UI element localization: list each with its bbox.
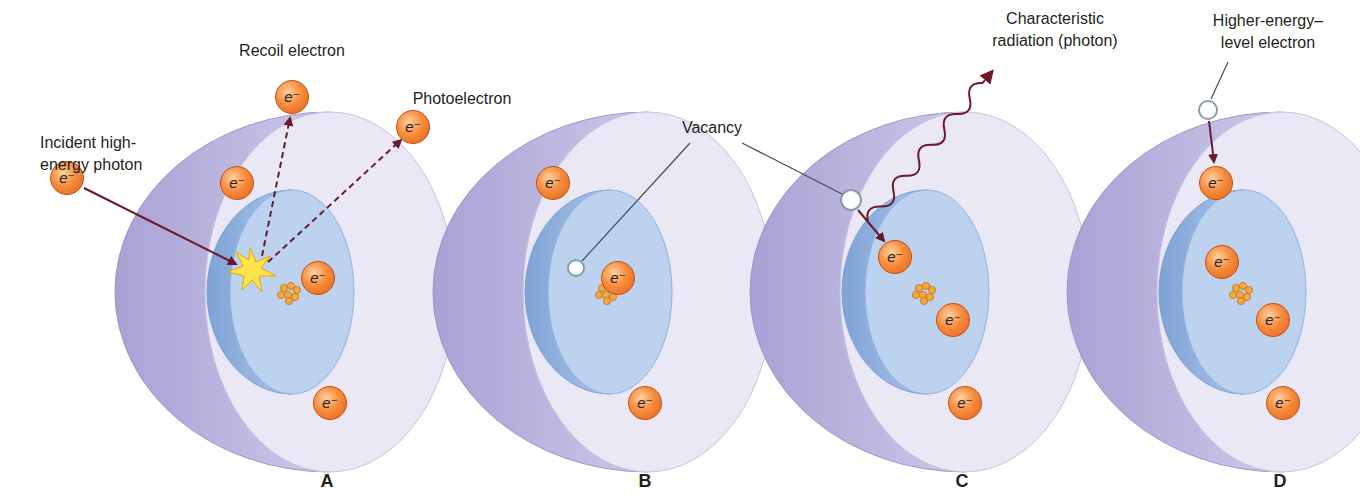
- electron-circle: e⁻: [1266, 386, 1300, 420]
- electron-symbol: e⁻: [545, 176, 561, 190]
- callout-label: Higher-energy–level electron: [1203, 10, 1333, 54]
- electron-circle: e⁻: [396, 110, 430, 144]
- electron-symbol: e⁻: [887, 250, 903, 264]
- callout-label: Vacancy: [662, 117, 762, 139]
- panel-letter: B: [625, 470, 665, 492]
- atom-b: [433, 112, 773, 472]
- leader-line: [582, 143, 690, 261]
- atom-a: [115, 112, 455, 472]
- electron-symbol: e⁻: [610, 271, 626, 285]
- collision-burst: [228, 248, 276, 292]
- electron-symbol: e⁻: [945, 313, 961, 327]
- characteristic-photon-wave: [863, 65, 1000, 227]
- incident-arrow: [84, 188, 236, 264]
- electron-symbol: e⁻: [1208, 176, 1224, 190]
- electron-symbol: e⁻: [957, 396, 973, 410]
- callout-label: Recoil electron: [217, 40, 367, 62]
- vacancy-circle: [568, 260, 584, 276]
- callout-label: Incident high-energy photon: [40, 132, 158, 176]
- electron-symbol: e⁻: [59, 171, 75, 185]
- electron-symbol: e⁻: [229, 176, 245, 190]
- transition-arrow: [1209, 121, 1214, 162]
- higher-level-electron-circle: [1199, 101, 1217, 119]
- panel-letter: A: [307, 470, 347, 492]
- vacancy-circle: [841, 190, 861, 210]
- electron-circle: e⁻: [601, 261, 635, 295]
- electron-circle: e⁻: [936, 303, 970, 337]
- electron-symbol: e⁻: [322, 396, 338, 410]
- panel-letter: D: [1260, 470, 1300, 492]
- electron-symbol: e⁻: [405, 120, 421, 134]
- atom-d: [1067, 112, 1360, 472]
- electron-circle: e⁻: [878, 240, 912, 274]
- electron-circle: e⁻: [628, 386, 662, 420]
- electron-circle: e⁻: [220, 166, 254, 200]
- electron-circle: e⁻: [948, 386, 982, 420]
- leader-line: [742, 143, 842, 194]
- electron-circle: e⁻: [1256, 303, 1290, 337]
- electron-circle: e⁻: [313, 386, 347, 420]
- recoil-arrow: [262, 118, 290, 256]
- electron-circle: e⁻: [536, 166, 570, 200]
- electron-circle: e⁻: [275, 80, 309, 114]
- panel-letter: C: [942, 470, 982, 492]
- transition-arrow: [858, 210, 884, 241]
- electron-symbol: e⁻: [310, 271, 326, 285]
- electron-symbol: e⁻: [1275, 396, 1291, 410]
- electron-symbol: e⁻: [1214, 255, 1230, 269]
- electron-symbol: e⁻: [1265, 313, 1281, 327]
- leader-line: [1211, 62, 1228, 99]
- electron-circle: e⁻: [1205, 245, 1239, 279]
- electron-symbol: e⁻: [637, 396, 653, 410]
- callout-label: Photoelectron: [397, 88, 527, 110]
- photoelectron-arrow: [268, 140, 401, 262]
- callout-label: Characteristic radiation (photon): [980, 8, 1130, 52]
- electron-symbol: e⁻: [284, 90, 300, 104]
- electron-circle: e⁻: [1199, 166, 1233, 200]
- electron-circle: e⁻: [301, 261, 335, 295]
